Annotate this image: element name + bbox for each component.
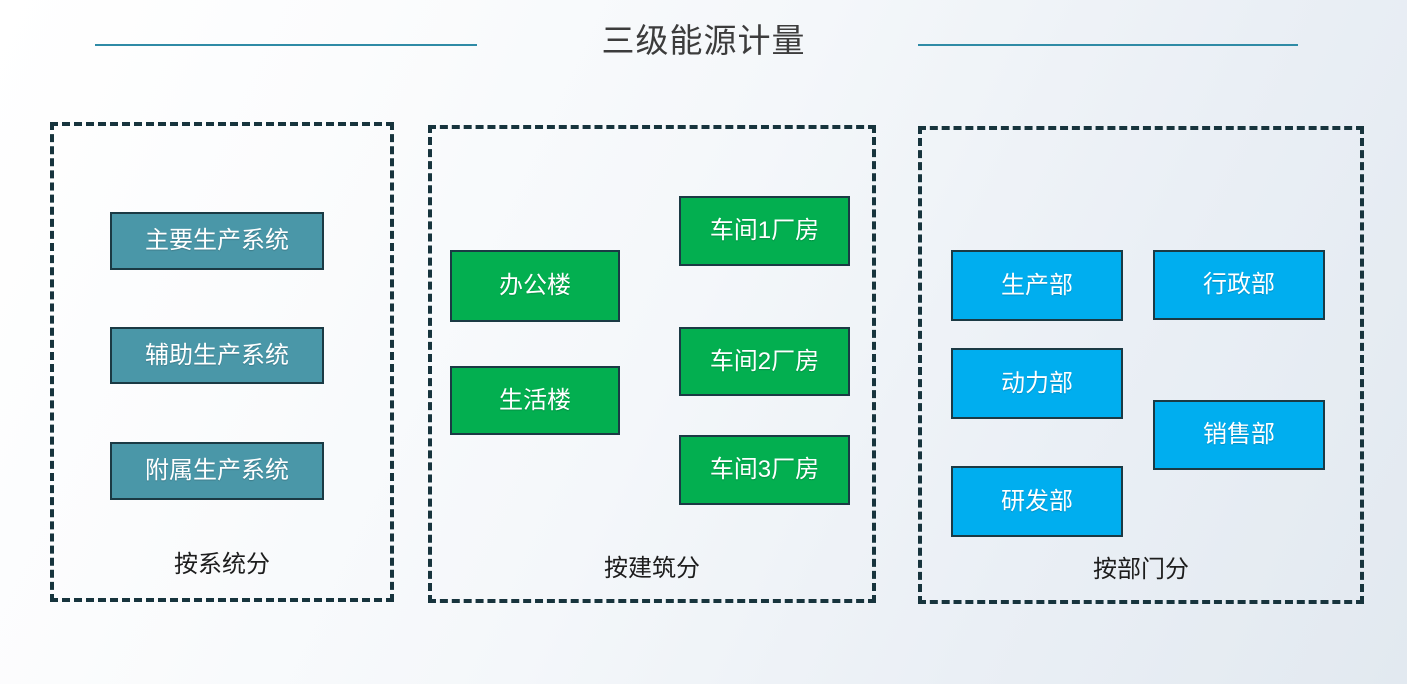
title-rule-right: [918, 44, 1298, 46]
node-sales-department[interactable]: 销售部: [1153, 400, 1325, 470]
node-power-department[interactable]: 动力部: [951, 348, 1123, 419]
node-ancillary-production-system[interactable]: 附属生产系统: [110, 442, 324, 500]
node-workshop-3-plant[interactable]: 车间3厂房: [679, 435, 850, 505]
group-label-by-department: 按部门分: [1093, 556, 1189, 583]
group-label-by-system: 按系统分: [174, 551, 270, 578]
group-by-department: 按部门分: [918, 126, 1364, 604]
node-workshop-2-plant[interactable]: 车间2厂房: [679, 327, 850, 396]
node-auxiliary-production-system[interactable]: 辅助生产系统: [110, 327, 324, 384]
node-administration-department[interactable]: 行政部: [1153, 250, 1325, 320]
node-office-building[interactable]: 办公楼: [450, 250, 620, 322]
node-workshop-1-plant[interactable]: 车间1厂房: [679, 196, 850, 266]
node-production-department[interactable]: 生产部: [951, 250, 1123, 321]
group-label-by-building: 按建筑分: [604, 555, 700, 582]
node-main-production-system[interactable]: 主要生产系统: [110, 212, 324, 270]
group-by-system: 按系统分: [50, 122, 394, 602]
page-title: 三级能源计量: [601, 22, 806, 59]
group-by-building: 按建筑分: [428, 125, 876, 603]
node-rnd-department[interactable]: 研发部: [951, 466, 1123, 537]
title-rule-left: [95, 44, 477, 46]
node-residential-building[interactable]: 生活楼: [450, 366, 620, 435]
